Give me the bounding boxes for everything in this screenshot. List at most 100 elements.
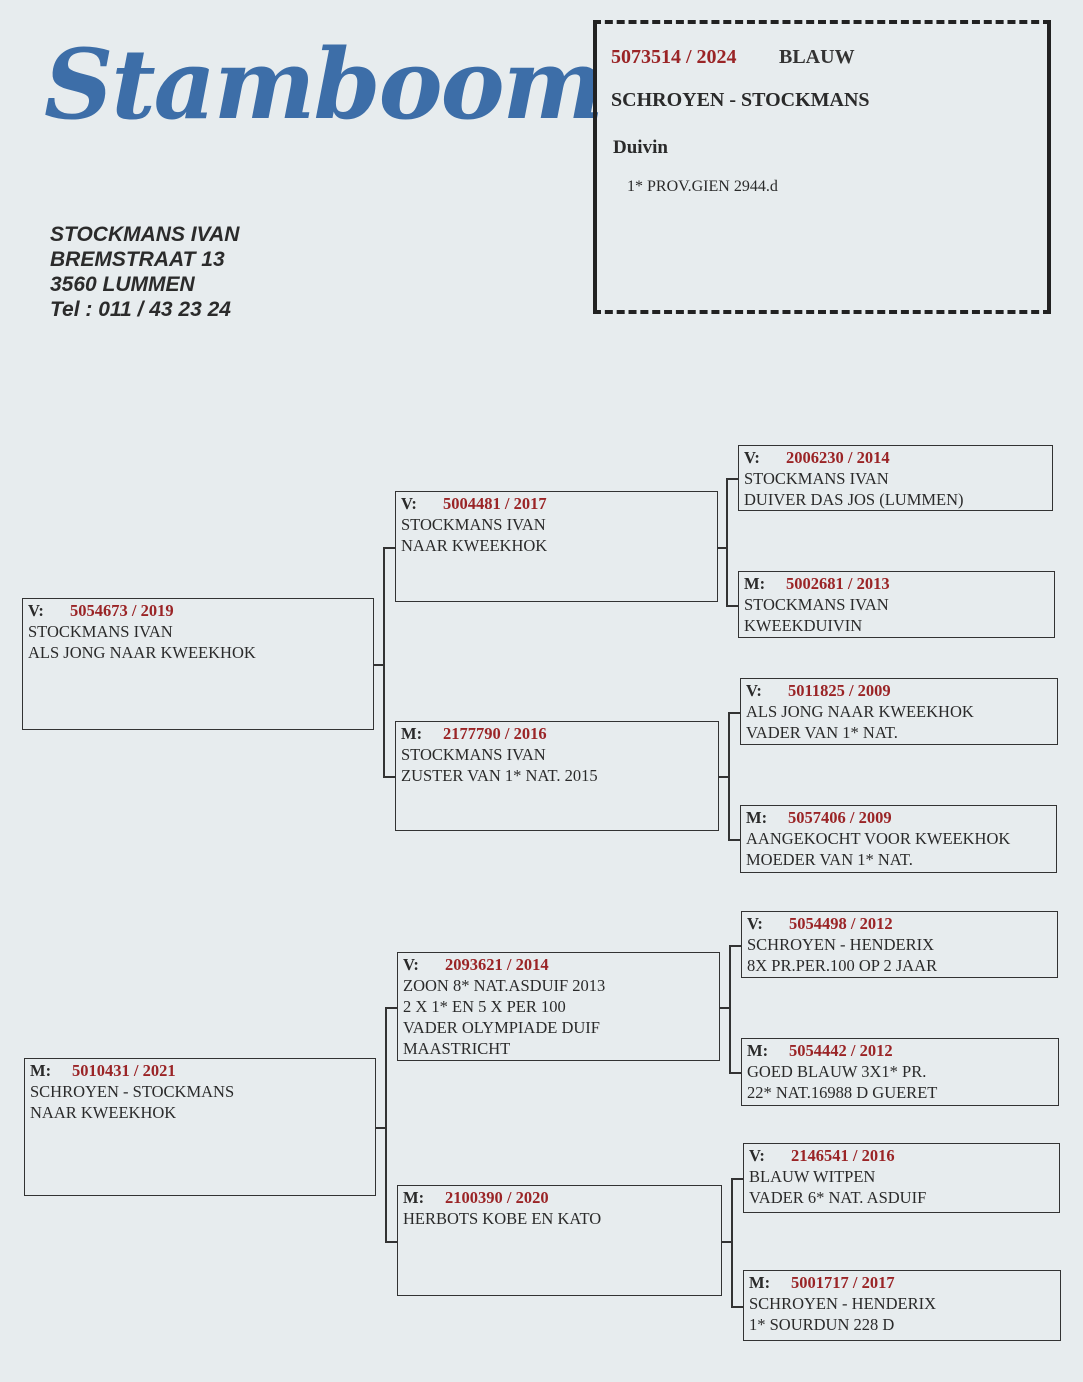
pigeon-color: BLAUW — [779, 46, 855, 68]
ring-number: 2100390 / 2020 — [445, 1188, 549, 1207]
connector-line — [731, 1178, 733, 1308]
pedigree-note: ZUSTER VAN 1* NAT. 2015 — [401, 766, 598, 785]
ring-number: 5004481 / 2017 — [443, 494, 547, 513]
connector-line — [722, 1240, 733, 1243]
connector-line — [728, 711, 740, 714]
pigeon-info-box: 5073514 / 2024 BLAUW SCHROYEN - STOCKMAN… — [593, 20, 1051, 314]
pedigree-note: 1* SOURDUN 228 D — [749, 1315, 895, 1334]
connector-line — [731, 1305, 743, 1308]
pedigree-note: AANGEKOCHT VOOR KWEEKHOK — [746, 829, 1011, 848]
pedigree-note: STOCKMANS IVAN — [744, 595, 889, 614]
pedigree-note: VADER 6* NAT. ASDUIF — [749, 1188, 927, 1207]
parent-label: V: — [403, 955, 419, 974]
connector-line — [385, 1006, 397, 1009]
pedigree-note: SCHROYEN - HENDERIX — [747, 935, 934, 954]
pedigree-note: MOEDER VAN 1* NAT. — [746, 850, 913, 869]
pedigree-note: MAASTRICHT — [403, 1039, 511, 1058]
pedigree-note: STOCKMANS IVAN — [744, 469, 889, 488]
ring-number: 5054498 / 2012 — [789, 914, 893, 933]
breeder-street: BREMSTRAAT 13 — [50, 248, 225, 271]
pedigree-note: SCHROYEN - HENDERIX — [749, 1294, 936, 1313]
ring-number: 2006230 / 2014 — [786, 448, 890, 467]
parent-label: M: — [401, 724, 423, 743]
connector-line — [719, 776, 730, 778]
ring-number: 2177790 / 2016 — [443, 724, 547, 743]
parent-label: V: — [401, 494, 417, 513]
pigeon-ring: 5073514 / 2024 — [611, 46, 737, 68]
parent-label: M: — [30, 1061, 52, 1080]
pedigree-note: NAAR KWEEKHOK — [401, 536, 548, 555]
parent-label: V: — [749, 1146, 765, 1165]
connector-line — [729, 944, 731, 1074]
connector-line — [718, 546, 728, 549]
connector-line — [374, 664, 385, 666]
parent-label: V: — [744, 448, 760, 467]
connector-line — [726, 478, 728, 607]
pigeon-sex: Duivin — [613, 137, 668, 158]
pedigree-note: STOCKMANS IVAN — [28, 622, 173, 641]
breeder-phone: Tel : 011 / 43 23 24 — [50, 298, 231, 321]
parent-label: M: — [403, 1188, 425, 1207]
parent-label: M: — [749, 1273, 771, 1292]
connector-line — [385, 1006, 387, 1243]
pedigree-note: 8X PR.PER.100 OP 2 JAAR — [747, 956, 938, 975]
pedigree-note: HERBOTS KOBE EN KATO — [403, 1209, 602, 1228]
connector-line — [728, 711, 730, 841]
parent-label: M: — [747, 1041, 769, 1060]
pedigree-note: BLAUW WITPEN — [749, 1167, 876, 1186]
parent-label: M: — [744, 574, 766, 593]
ring-number: 5010431 / 2021 — [72, 1061, 176, 1080]
breeder-city: 3560 LUMMEN — [50, 273, 195, 296]
pedigree-note: STOCKMANS IVAN — [401, 745, 546, 764]
connector-line — [383, 546, 395, 549]
ring-number: 2093621 / 2014 — [445, 955, 549, 974]
parent-label: M: — [746, 808, 768, 827]
connector-line — [726, 478, 738, 480]
ring-number: 5011825 / 2009 — [788, 681, 891, 700]
ring-number: 2146541 / 2016 — [791, 1146, 895, 1165]
connector-line — [383, 546, 385, 778]
breeder-address: STOCKMANS IVAN BREMSTRAAT 13 3560 LUMMEN… — [50, 222, 239, 322]
parent-label: V: — [28, 601, 44, 620]
connector-line — [383, 776, 395, 778]
pedigree-note: DUIVER DAS JOS (LUMMEN) — [744, 490, 964, 509]
pedigree-note: VADER VAN 1* NAT. — [746, 723, 898, 742]
ring-number: 5057406 / 2009 — [788, 808, 892, 827]
pedigree-note: STOCKMANS IVAN — [401, 515, 546, 534]
connector-line — [720, 1006, 731, 1009]
pedigree-note: 22* NAT.16988 D GUERET — [747, 1083, 938, 1102]
pedigree-note: ZOON 8* NAT.ASDUIF 2013 — [403, 976, 606, 995]
connector-line — [726, 604, 738, 607]
pedigree-note: ALS JONG NAAR KWEEKHOK — [746, 702, 974, 721]
connector-line — [729, 1072, 741, 1074]
stamboom-logo: Stamboom — [44, 28, 604, 141]
connector-line — [728, 839, 740, 841]
pigeon-owner: SCHROYEN - STOCKMANS — [611, 89, 870, 111]
pedigree-note: KWEEKDUIVIN — [744, 616, 863, 635]
connector-line — [731, 1178, 743, 1180]
pedigree-note: 2 X 1* EN 5 X PER 100 — [403, 997, 566, 1016]
parent-label: V: — [747, 914, 763, 933]
ring-number: 5002681 / 2013 — [786, 574, 890, 593]
connector-line — [385, 1240, 397, 1243]
connector-line — [376, 1127, 387, 1129]
ring-number: 5054673 / 2019 — [70, 601, 174, 620]
connector-line — [729, 944, 741, 947]
breeder-name: STOCKMANS IVAN — [50, 223, 240, 246]
pigeon-performance: 1* PROV.GIEN 2944.d — [627, 178, 778, 195]
pedigree-note: VADER OLYMPIADE DUIF — [403, 1018, 600, 1037]
pedigree-note: NAAR KWEEKHOK — [30, 1103, 177, 1122]
